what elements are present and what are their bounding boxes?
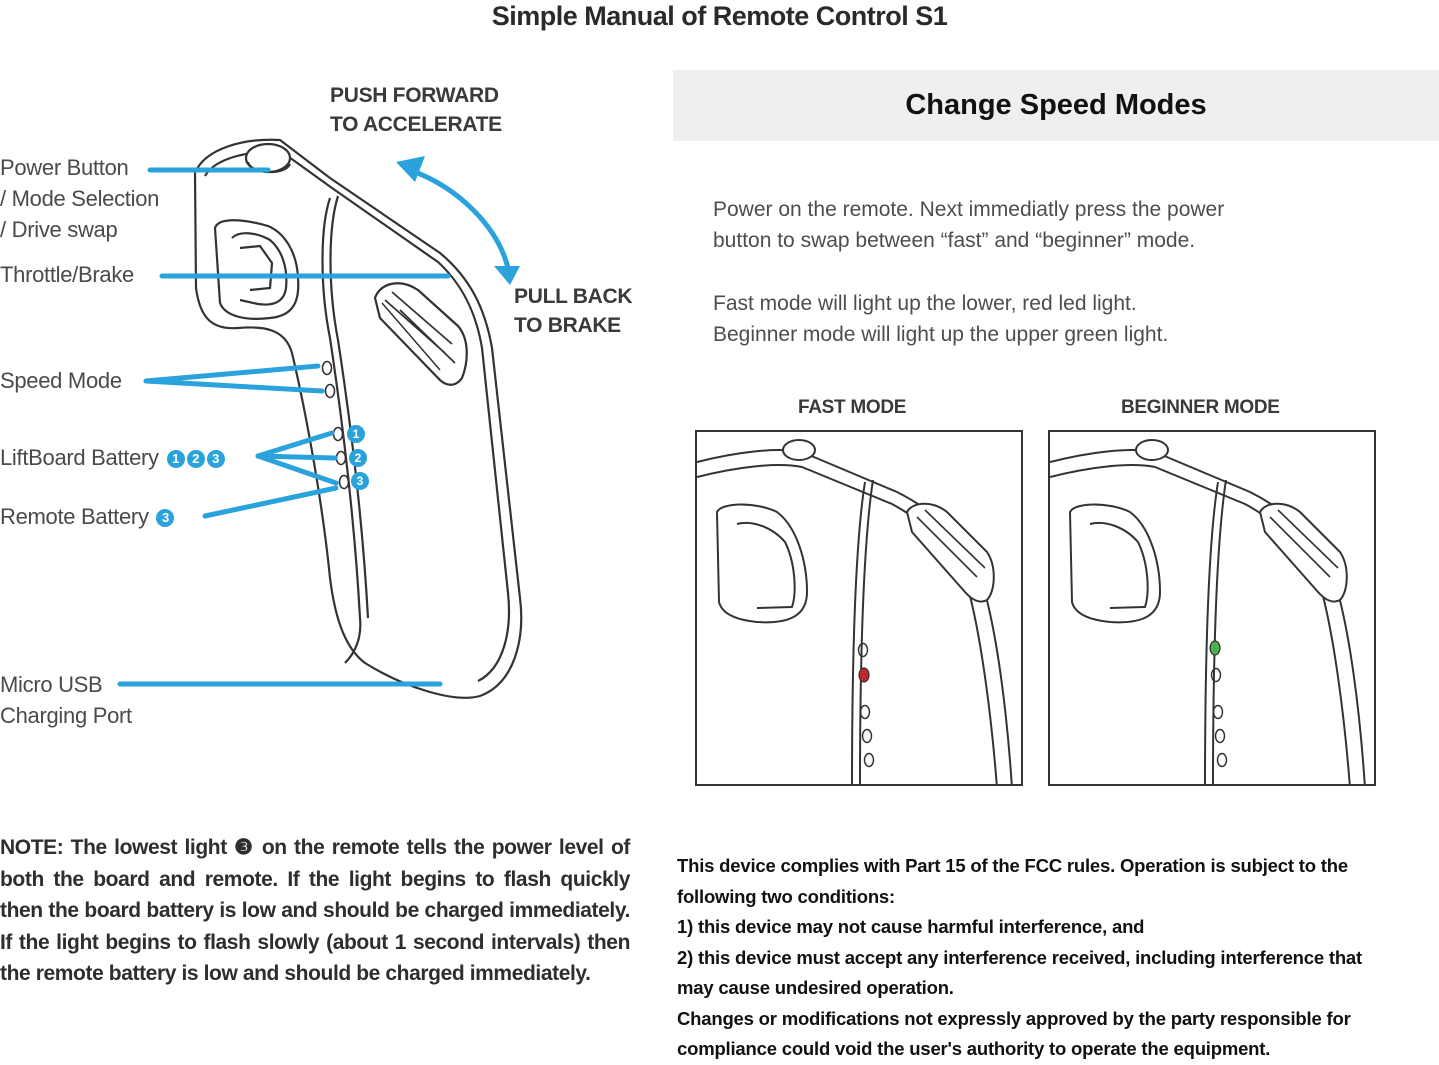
- battery-note: NOTE: The lowest light ❸ on the remote t…: [0, 836, 630, 985]
- page-title: Simple Manual of Remote Control S1: [491, 1, 948, 31]
- speed-modes-header: Change Speed Modes: [673, 70, 1439, 141]
- fcc-line: 1) this device may not cause harmful int…: [677, 916, 1145, 937]
- fcc-line: 2) this device must accept any interfere…: [677, 946, 1362, 968]
- fcc-line: may cause undesired operation.: [677, 977, 954, 998]
- instruction-paragraph: Power on the remote. Next immediatly pre…: [713, 198, 1225, 252]
- led-num-3: 3: [357, 474, 364, 488]
- fcc-statement: This device complies with Part 15 of the…: [677, 851, 1439, 1065]
- badge-1: 1: [166, 450, 185, 469]
- beginner-green-led: [1209, 640, 1221, 656]
- fcc-line: This device complies with Part 15 of the…: [677, 855, 1348, 876]
- fcc-line: following two conditions:: [677, 885, 895, 907]
- led-num-2: 2: [355, 451, 362, 465]
- remote-illustration: 1 2 3: [117, 138, 523, 699]
- fast-red-led: [858, 667, 870, 683]
- fast-mode-image: [695, 430, 1023, 786]
- remote-battery-callout: Remote Battery 3: [0, 501, 175, 532]
- beginner-mode-label: BEGINNER MODE: [1121, 397, 1280, 418]
- micro-usb-callout: Micro USB Charging Port: [0, 672, 132, 728]
- led-num-1: 1: [353, 427, 360, 441]
- fcc-line: compliance could void the user's authori…: [677, 1038, 1271, 1059]
- badge-2: 2: [186, 450, 205, 469]
- speed-mode-callout: Speed Mode: [0, 368, 122, 393]
- badge-3: 3: [206, 450, 225, 469]
- fcc-line: Changes or modifications not expressly a…: [677, 1007, 1351, 1029]
- throttle-callout: Throttle/Brake: [0, 262, 134, 287]
- fast-mode-label: FAST MODE: [798, 397, 907, 418]
- badge-3: 3: [156, 509, 175, 528]
- beginner-mode-image: [1048, 430, 1376, 786]
- instruction-paragraph: Fast mode will light up the lower, red l…: [713, 292, 1169, 346]
- speed-mode-instructions: Power on the remote. Next immediatly pre…: [713, 194, 1353, 382]
- power-button-callout: Power Button / Mode Selection / Drive sw…: [0, 155, 160, 242]
